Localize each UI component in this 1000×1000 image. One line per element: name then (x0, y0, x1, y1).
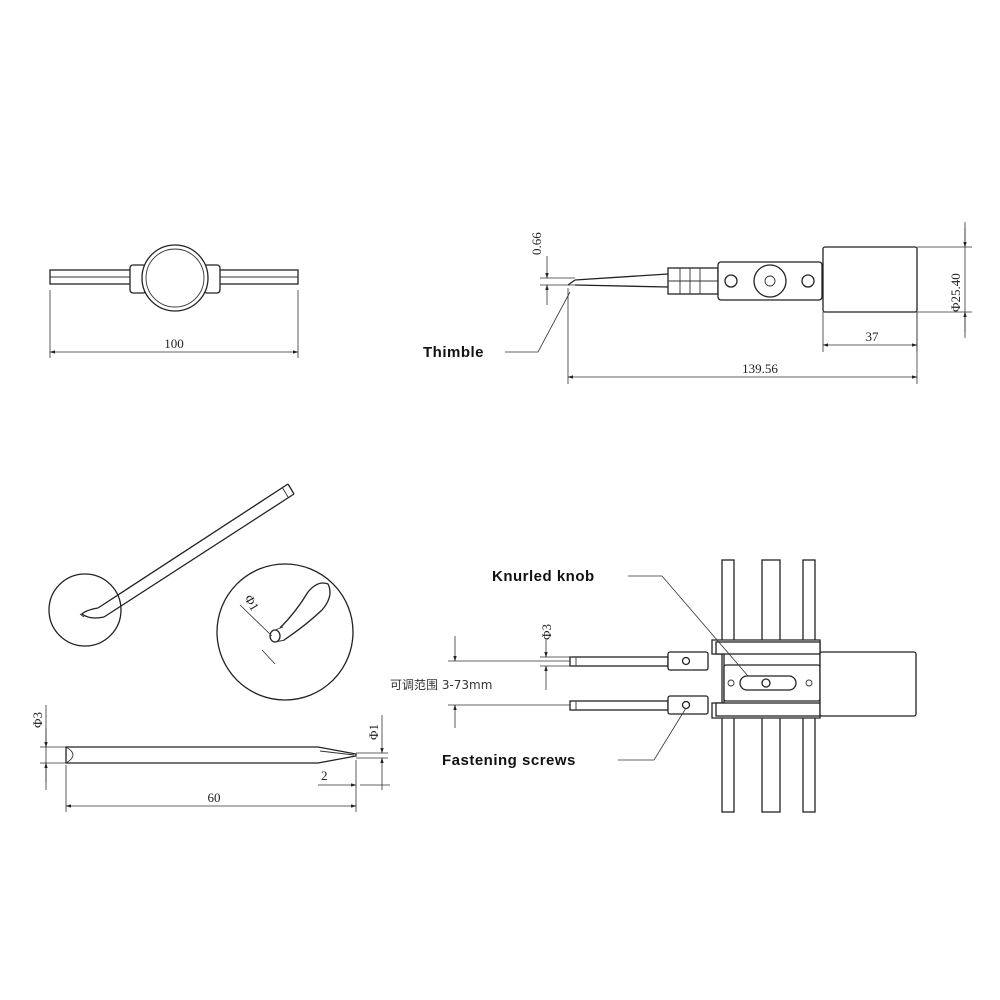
dim-diameter-1-tip: Φ1 (366, 724, 381, 740)
holder-top-view: Φ3 可调范围 3-73mm Knurled knob Fastening sc… (390, 559, 917, 813)
dim-length-37: 37 (866, 329, 880, 344)
dim-diameter-2540: Φ25.40 (948, 273, 963, 312)
dim-length-60: 60 (208, 790, 221, 805)
callout-knurled-knob: Knurled knob (492, 568, 595, 585)
adjust-range-label: 可调范围 3-73mm (390, 678, 492, 692)
dim-diameter-3-needle: Φ3 (30, 712, 45, 728)
callout-fastening-screws: Fastening screws (442, 752, 576, 769)
detail-circle-small (48, 573, 122, 647)
dim-width-100: 100 (164, 336, 184, 351)
needle-side-view: Φ3 Φ1 2 60 (30, 705, 390, 812)
dim-diameter-1-detail: Φ1 (241, 592, 262, 613)
dim-thickness-066: 0.66 (529, 232, 544, 255)
needle-detail-magnified: Φ1 (216, 563, 354, 701)
needle-isometric (48, 483, 295, 647)
side-view: 0.66 Φ25.40 37 139.56 Thimble (423, 222, 972, 384)
callout-thimble: Thimble (423, 344, 484, 361)
dim-length-13956: 139.56 (742, 361, 778, 376)
dim-diameter-3-holder: Φ3 (539, 624, 554, 640)
front-view: 100 (49, 244, 299, 358)
dim-length-2: 2 (321, 768, 328, 783)
